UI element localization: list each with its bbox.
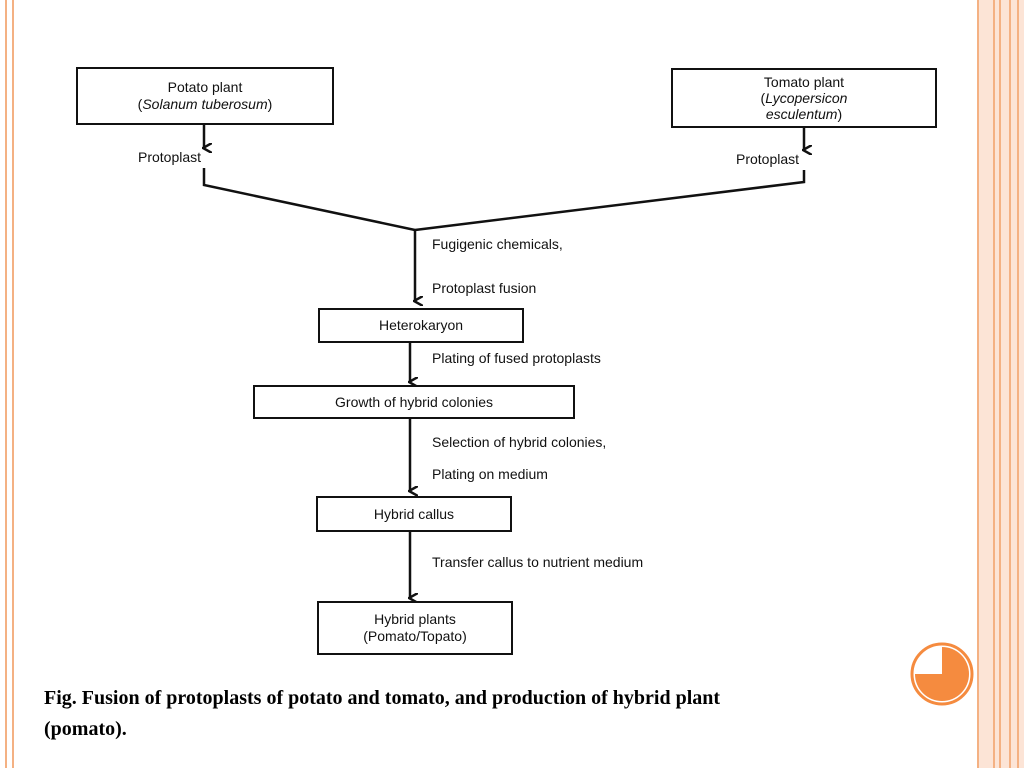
figure-caption: Fig. Fusion of protoplasts of potato and… [44, 683, 924, 745]
right-stripe [999, 0, 1001, 768]
tomato-plant-box: Tomato plant (Lycopersicon esculentum) [671, 68, 937, 128]
right-stripe [1009, 0, 1011, 768]
step-fugigenic-label: Fugigenic chemicals, [432, 236, 563, 252]
left-border-stripe [0, 0, 14, 768]
step-plating-label: Plating of fused protoplasts [432, 350, 601, 366]
potato-plant-name: Potato plant [167, 79, 243, 95]
potato-plant-box: Potato plant (Solanum tuberosum) [76, 67, 334, 125]
potato-plant-species: (Solanum tuberosum) [137, 96, 273, 112]
step-selection-label: Selection of hybrid colonies, [432, 434, 607, 450]
protoplast-left-label: Protoplast [138, 149, 202, 165]
heterokaryon-label: Heterokaryon [378, 317, 464, 333]
growth-label: Growth of hybrid colonies [335, 393, 493, 410]
tomato-plant-name: Tomato plant [763, 74, 845, 90]
step-protoplast-fusion-label: Protoplast fusion [432, 280, 537, 296]
pie-chart-icon [910, 642, 974, 706]
protoplast-right-label: Protoplast [736, 151, 800, 167]
connector-right-merge [414, 170, 806, 232]
hybrid-plants-box: Hybrid plants (Pomato/Topato) [317, 601, 513, 655]
heterokaryon-box: Heterokaryon [318, 308, 524, 343]
hybrid-callus-label: Hybrid callus [373, 505, 455, 522]
tomato-plant-species-line2: esculentum) [765, 106, 843, 122]
step-transfer-label: Transfer callus to nutrient medium [432, 554, 644, 570]
right-stripe [993, 0, 995, 768]
right-stripe [1017, 0, 1019, 768]
connector-left-merge [202, 168, 416, 232]
caption-line2: (pomato). [44, 718, 127, 740]
step-plating-medium-label: Plating on medium [432, 466, 548, 482]
growth-box: Growth of hybrid colonies [253, 385, 575, 419]
caption-line1: Fig. Fusion of protoplasts of potato and… [44, 687, 721, 709]
hybrid-plants-names: (Pomato/Topato) [363, 628, 467, 644]
tomato-plant-species-line1: (Lycopersicon [760, 90, 848, 106]
right-border-panel [977, 0, 1024, 768]
hybrid-plants-label: Hybrid plants [374, 611, 456, 627]
hybrid-callus-box: Hybrid callus [316, 496, 512, 532]
